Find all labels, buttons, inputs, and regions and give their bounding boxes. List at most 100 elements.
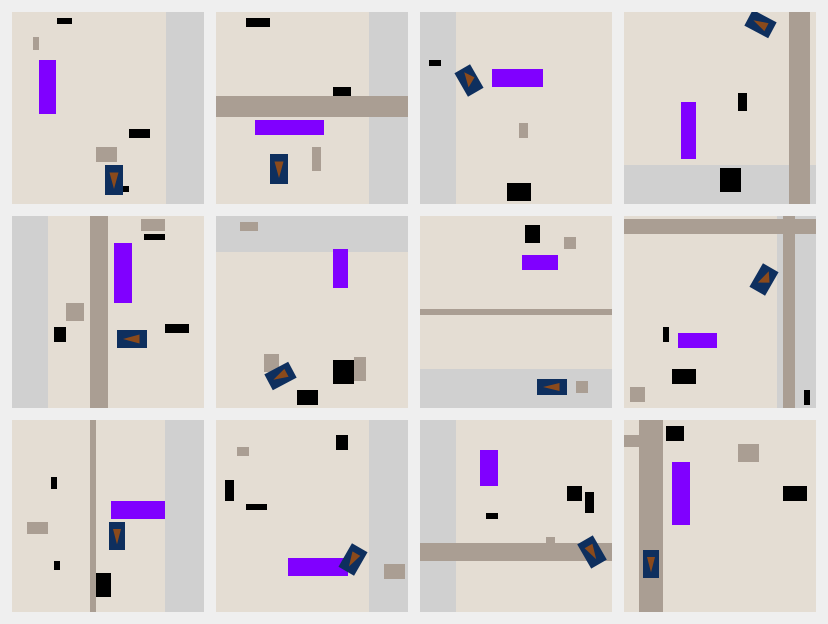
- sidewalk: [166, 12, 204, 204]
- car-icon: [270, 154, 288, 184]
- debris: [141, 219, 165, 231]
- target-zone: [492, 69, 543, 87]
- car-icon: [643, 550, 659, 578]
- target-zone: [681, 102, 696, 159]
- target-zone: [111, 501, 165, 519]
- episode-panel-1: [12, 12, 204, 204]
- episode-panel-4: [624, 12, 816, 204]
- obstacle: [129, 129, 150, 138]
- road: [90, 420, 96, 612]
- debris: [384, 564, 405, 579]
- episode-panel-11: [420, 420, 612, 612]
- car-icon: [117, 330, 147, 348]
- road: [420, 309, 612, 315]
- target-zone: [678, 333, 717, 348]
- target-zone: [672, 462, 690, 525]
- debris: [96, 147, 117, 162]
- debris: [312, 147, 321, 171]
- triangle-arrow-icon: [273, 368, 289, 380]
- target-zone: [288, 558, 348, 576]
- debris: [576, 381, 588, 393]
- obstacle: [720, 168, 741, 192]
- debris: [519, 123, 528, 138]
- road: [420, 543, 612, 561]
- sidewalk: [369, 420, 408, 612]
- obstacle: [663, 327, 669, 342]
- obstacle: [672, 369, 696, 384]
- debris: [354, 357, 366, 381]
- sidewalk: [165, 420, 204, 612]
- triangle-arrow-icon: [109, 172, 119, 189]
- obstacle: [486, 513, 498, 519]
- road: [789, 12, 810, 204]
- obstacle: [54, 327, 66, 342]
- obstacle: [246, 18, 270, 27]
- debris: [66, 303, 84, 321]
- obstacle: [738, 93, 747, 111]
- obstacle: [51, 477, 57, 489]
- episode-panel-10: [216, 420, 408, 612]
- triangle-arrow-icon: [274, 161, 284, 178]
- obstacle: [567, 486, 582, 501]
- target-zone: [114, 243, 132, 303]
- episode-panel-8: [624, 216, 816, 408]
- debris: [630, 387, 645, 402]
- triangle-arrow-icon: [757, 271, 770, 283]
- target-zone: [255, 120, 324, 135]
- triangle-arrow-icon: [543, 383, 560, 391]
- triangle-arrow-icon: [584, 543, 597, 560]
- road: [624, 219, 816, 234]
- sidewalk: [420, 12, 456, 204]
- obstacle: [225, 480, 234, 501]
- episode-panel-3: [420, 12, 612, 204]
- episode-panel-9: [12, 420, 204, 612]
- triangle-arrow-icon: [113, 529, 121, 545]
- obstacle: [336, 435, 348, 450]
- obstacle: [333, 360, 354, 384]
- triangle-arrow-icon: [464, 72, 475, 88]
- car-icon: [749, 263, 779, 296]
- obstacle: [120, 186, 129, 192]
- triangle-arrow-icon: [647, 557, 655, 573]
- obstacle: [585, 492, 594, 513]
- road: [783, 216, 795, 408]
- episode-panel-7: [420, 216, 612, 408]
- obstacle: [165, 324, 189, 333]
- obstacle: [429, 60, 441, 66]
- episode-panel-6: [216, 216, 408, 408]
- triangle-arrow-icon: [348, 551, 361, 567]
- obstacle: [783, 486, 807, 501]
- obstacle: [525, 225, 540, 243]
- car-icon: [744, 12, 777, 39]
- obstacle: [666, 426, 684, 441]
- debris: [27, 522, 48, 534]
- obstacle: [96, 573, 111, 597]
- debris: [33, 37, 39, 50]
- obstacle: [507, 183, 531, 201]
- target-zone: [39, 60, 56, 114]
- triangle-arrow-icon: [753, 20, 769, 32]
- debris: [564, 237, 576, 249]
- road: [639, 420, 663, 612]
- target-zone: [480, 450, 498, 486]
- car-icon: [338, 543, 368, 576]
- episode-panel-2: [216, 12, 408, 204]
- sidewalk: [420, 420, 456, 612]
- car-icon: [454, 64, 484, 97]
- obstacle: [57, 18, 72, 24]
- road: [216, 96, 408, 117]
- car-icon: [577, 535, 607, 569]
- road: [624, 435, 651, 447]
- obstacle: [804, 390, 810, 405]
- episode-panel-12: [624, 420, 816, 612]
- debris: [738, 444, 759, 462]
- episode-panel-5: [12, 216, 204, 408]
- car-icon: [264, 361, 297, 391]
- car-icon: [105, 165, 123, 195]
- obstacle: [54, 561, 60, 570]
- target-zone: [522, 255, 558, 270]
- target-zone: [333, 249, 348, 288]
- car-icon: [109, 522, 125, 550]
- debris: [237, 447, 249, 456]
- obstacle: [297, 390, 318, 405]
